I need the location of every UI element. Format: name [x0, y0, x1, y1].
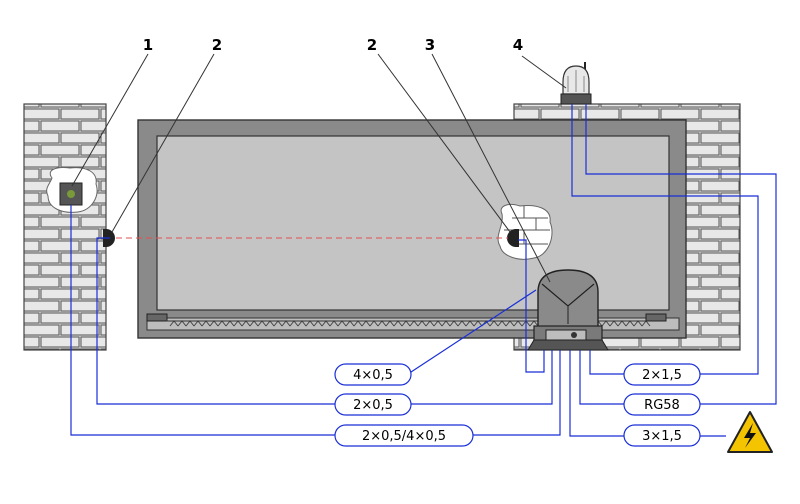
callout-3: 3	[425, 36, 435, 54]
right-photocell-recess	[497, 203, 553, 260]
cable-label-text: 3×1,5	[642, 429, 682, 444]
gate-motor	[527, 269, 609, 351]
cable-label-text: 4×0,5	[353, 368, 393, 383]
electrical-warning-icon	[727, 411, 773, 453]
cable-label-2x05: 2×0,5	[334, 393, 412, 416]
sliding-gate	[137, 119, 687, 339]
flashing-lamp	[560, 62, 592, 105]
cable-label-4x05: 4×0,5	[334, 363, 412, 386]
callout-2-right: 2	[367, 36, 377, 54]
cable-label-text: 2×0,5	[353, 398, 393, 413]
cable-label-2x15: 2×1,5	[623, 363, 701, 386]
callout-4: 4	[513, 36, 523, 54]
cable-label-text: RG58	[644, 398, 680, 413]
cable-label-text: 2×1,5	[642, 368, 682, 383]
cable-label-text: 2×0,5/4×0,5	[362, 429, 446, 444]
photocell-right	[507, 229, 519, 247]
cable-labels: 4×0,5 2×0,5 2×0,5/4×0,5 2×1,5 RG58 3×1,5	[334, 363, 701, 447]
cable-label-3x15: 3×1,5	[623, 424, 701, 447]
left-brick-pillar	[23, 103, 107, 351]
callout-numbers: 1 2 2 3 4	[143, 36, 523, 54]
callout-2-left: 2	[212, 36, 222, 54]
wiring	[70, 104, 777, 437]
cable-label-rg58: RG58	[623, 393, 701, 416]
cable-label-2x05-4x05: 2×0,5/4×0,5	[334, 424, 474, 447]
callout-1: 1	[143, 36, 153, 54]
key-selector-device	[59, 182, 83, 206]
callout-leaders	[71, 53, 567, 283]
